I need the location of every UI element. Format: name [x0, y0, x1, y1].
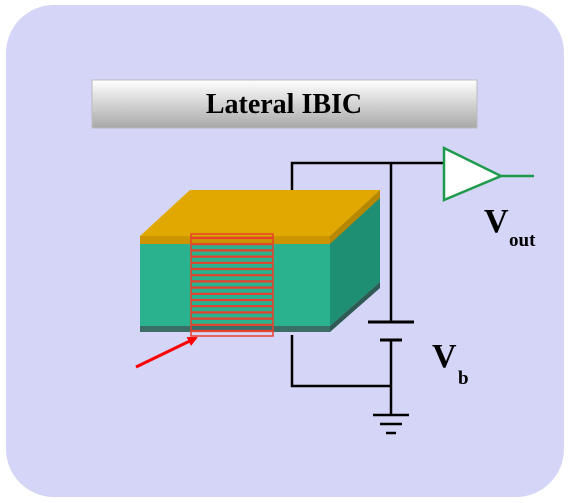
amplifier-icon [442, 145, 534, 202]
v-b-subscript: b [458, 368, 469, 389]
v-out-main: V [484, 203, 509, 240]
v-out-label: V out [484, 203, 536, 251]
bottom-electrode [140, 326, 330, 332]
ion-beam-arrow [135, 336, 198, 369]
bias-battery [368, 320, 414, 342]
v-b-main: V [432, 338, 457, 375]
v-out-subscript: out [509, 230, 536, 251]
sample-block [140, 190, 380, 332]
sample-side-face [330, 190, 380, 326]
ion-beam-scan-region [190, 233, 274, 337]
title-bar: Lateral IBIC [91, 79, 478, 129]
ground-icon [373, 413, 409, 435]
top-electrode [140, 190, 380, 236]
scan-region-outline [190, 233, 274, 337]
v-b-label: V b [432, 338, 469, 389]
diagram-title: Lateral IBIC [206, 89, 362, 120]
